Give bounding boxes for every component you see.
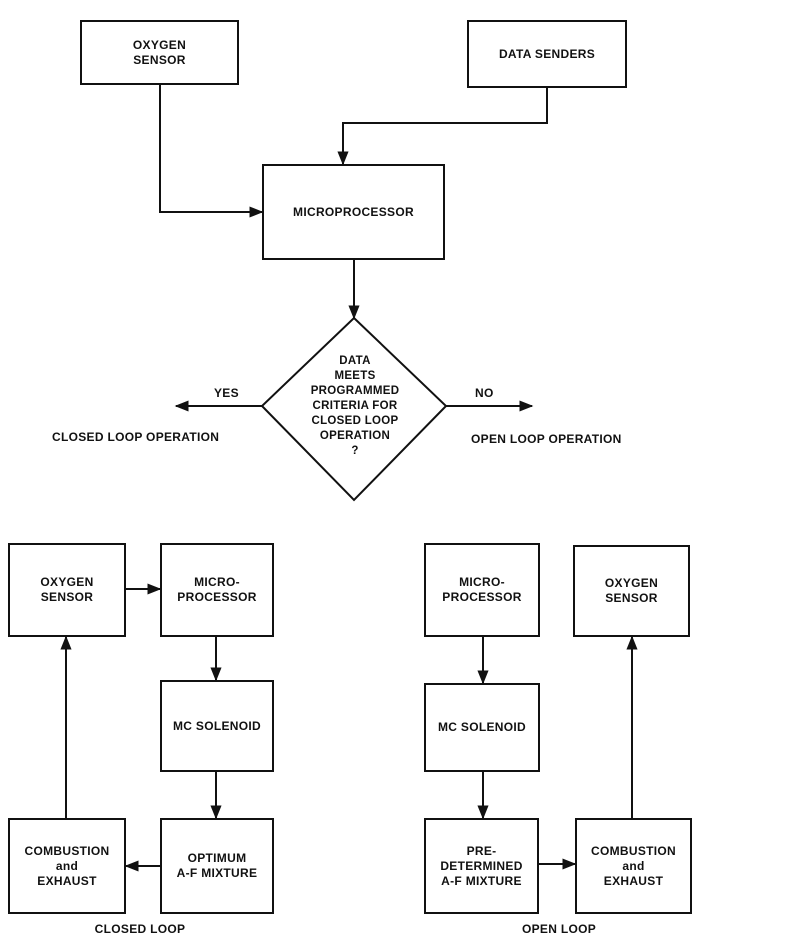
ol-microprocessor-box: MICRO- PROCESSOR: [424, 543, 540, 637]
ol-mc-solenoid-box: MC SOLENOID: [424, 683, 540, 772]
data-senders-box: DATA SENDERS: [467, 20, 627, 88]
closed-loop-operation-label: CLOSED LOOP OPERATION: [52, 430, 220, 444]
decision-text: DATA MEETS PROGRAMMED CRITERIA FOR CLOSE…: [310, 355, 400, 457]
ol-combustion-box: COMBUSTION and EXHAUST: [575, 818, 692, 914]
cl-microprocessor-box: MICRO- PROCESSOR: [160, 543, 274, 637]
cl-mc-solenoid-box: MC SOLENOID: [160, 680, 274, 772]
microprocessor-box: MICROPROCESSOR: [262, 164, 445, 260]
cl-combustion-box: COMBUSTION and EXHAUST: [8, 818, 126, 914]
closed-loop-caption: CLOSED LOOP: [94, 922, 186, 936]
arrow-data-senders-to-microprocessor: [337, 88, 548, 166]
yes-label: YES: [214, 386, 239, 400]
ol-oxygen-sensor-box: OXYGEN SENSOR: [573, 545, 690, 637]
open-loop-caption: OPEN LOOP: [521, 922, 597, 936]
arrow-oxygen-to-microprocessor: [159, 85, 264, 218]
ol-predetermined-mixture-box: PRE- DETERMINED A-F MIXTURE: [424, 818, 539, 914]
open-loop-operation-label: OPEN LOOP OPERATION: [471, 432, 622, 446]
oxygen-sensor-box: OXYGEN SENSOR: [80, 20, 239, 85]
decision-diamond: [260, 316, 448, 502]
cl-optimum-mixture-box: OPTIMUM A-F MIXTURE: [160, 818, 274, 914]
no-label: NO: [475, 386, 494, 400]
cl-oxygen-sensor-box: OXYGEN SENSOR: [8, 543, 126, 637]
